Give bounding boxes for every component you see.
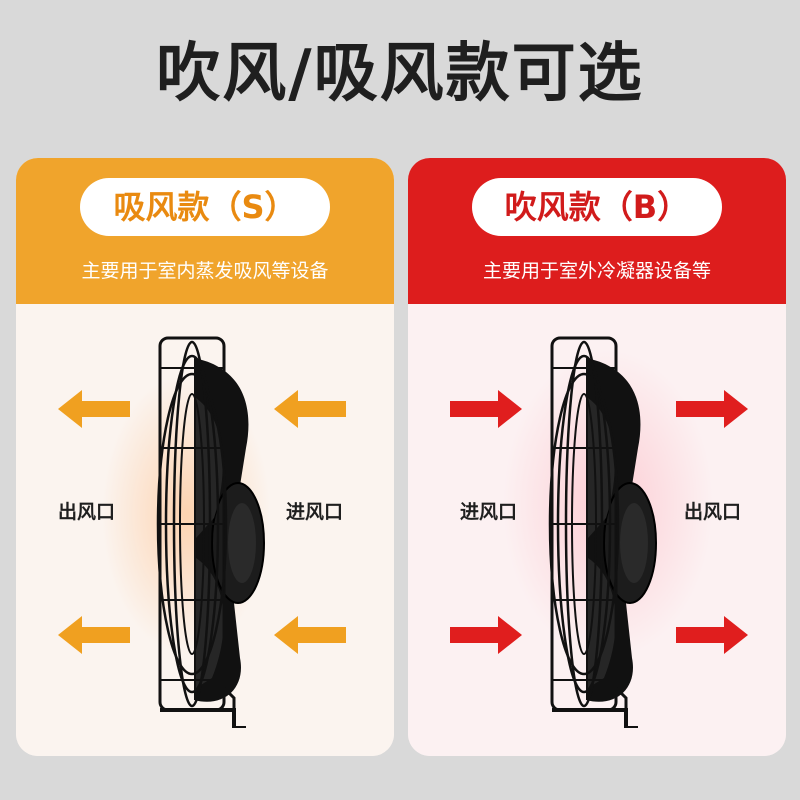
axial-fan-icon <box>156 336 265 728</box>
arrow-left-icon <box>58 616 130 654</box>
card-body: 进风口 出风口 <box>408 304 786 756</box>
arrow-left-icon <box>274 616 346 654</box>
arrow-left-icon <box>58 390 130 428</box>
arrow-right-icon <box>450 390 522 428</box>
blowing-type-description: 主要用于室外冷凝器设备等 <box>482 260 711 282</box>
inlet-label: 进风口 <box>286 501 344 523</box>
arrow-right-icon <box>450 616 522 654</box>
card-header: 吸风款（S） 主要用于室内蒸发吸风等设备 <box>16 158 394 304</box>
suction-type-badge: 吸风款（S） <box>80 178 330 236</box>
blowing-type-card: 吹风款（B） 主要用于室外冷凝器设备等 进风口 出风口 <box>408 158 786 756</box>
card-header: 吹风款（B） 主要用于室外冷凝器设备等 <box>408 158 786 304</box>
arrow-right-icon <box>676 616 748 654</box>
outlet-label: 出风口 <box>684 501 742 523</box>
inlet-label: 进风口 <box>460 501 518 523</box>
arrow-right-icon <box>676 390 748 428</box>
suction-type-description: 主要用于室内蒸发吸风等设备 <box>81 260 329 282</box>
page-title: 吹风/吸风款可选 <box>156 37 644 111</box>
blowing-type-badge: 吹风款（B） <box>472 178 722 236</box>
arrow-left-icon <box>274 390 346 428</box>
axial-fan-icon <box>548 336 657 728</box>
card-body: 出风口 进风口 <box>16 304 394 756</box>
suction-type-card: 吸风款（S） 主要用于室内蒸发吸风等设备 出风口 进风口 <box>16 158 394 756</box>
outlet-label: 出风口 <box>58 501 116 523</box>
